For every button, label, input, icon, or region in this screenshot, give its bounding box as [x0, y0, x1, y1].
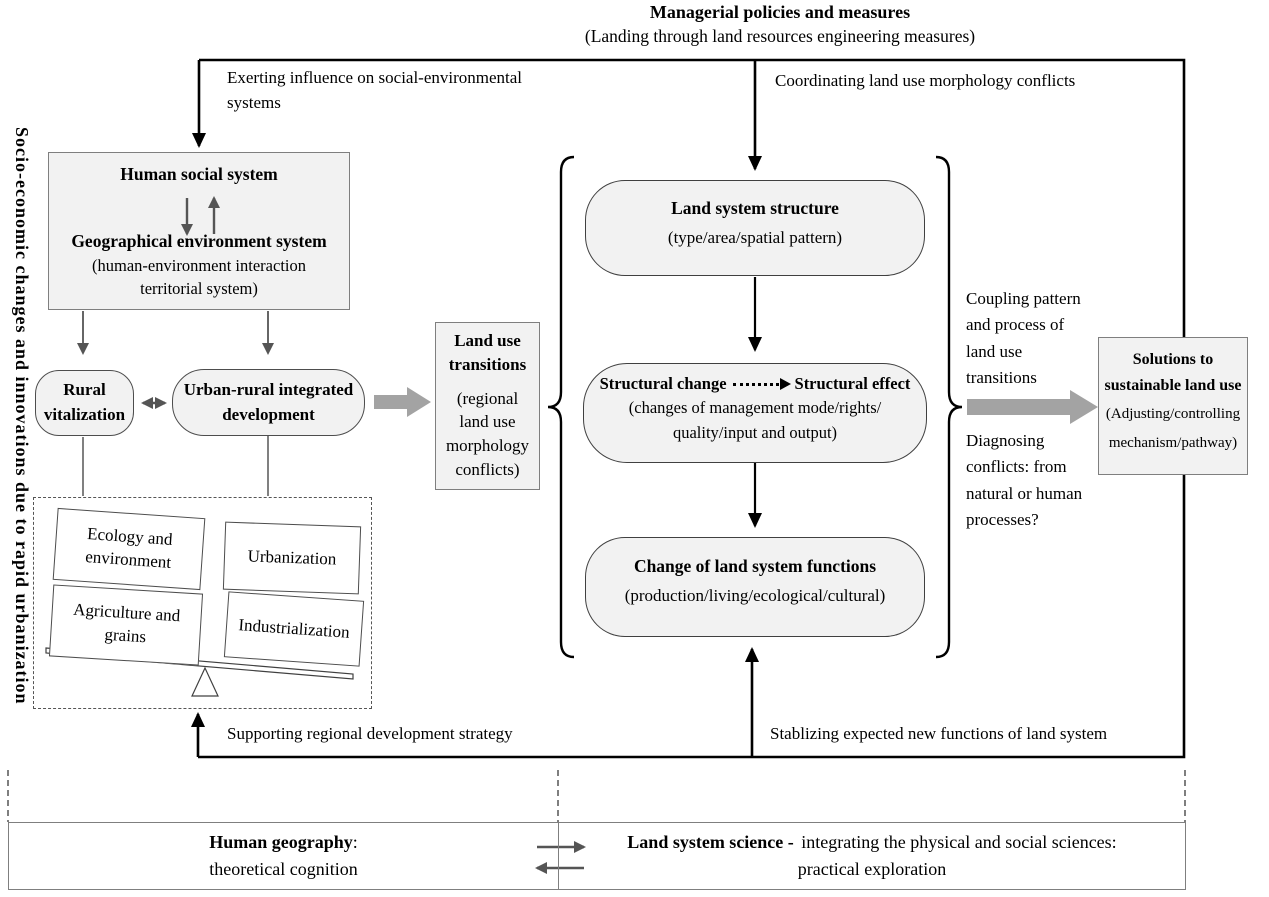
structural-subtitle: (changes of management mode/rights/ qual…	[628, 398, 882, 442]
supporting-label: Supporting regional development strategy	[227, 724, 513, 743]
lut-subtitle: (regional land use morphology conflicts)	[445, 388, 530, 479]
left-brace-icon	[547, 155, 575, 659]
structural-effect-label: Structural effect	[794, 374, 911, 393]
geographical-environment-title: Geographical environment system	[71, 231, 327, 251]
managerial-title-block: Managerial policies and measures (Landin…	[440, 2, 1120, 47]
solutions-subtitle: (Adjusting/controlling mechanism/pathway…	[1105, 406, 1241, 451]
human-geography-line1: Human geography:	[9, 829, 558, 856]
land-system-science-line1: Land system science - integrating the ph…	[559, 829, 1185, 856]
land-system-science-rest: integrating the physical and social scie…	[801, 832, 1117, 852]
solutions-title: Solutions to sustainable land use	[1104, 351, 1242, 394]
human-geography-bold: Human geography	[209, 832, 353, 852]
driver-box-agriculture: Agriculture and grains	[48, 584, 204, 666]
band-link-dashes	[7, 770, 1186, 822]
driver-box-industrialization: Industrialization	[223, 591, 365, 667]
human-social-system-box: Human social system Geographical environ…	[48, 152, 350, 310]
human-social-system-title: Human social system	[120, 164, 278, 184]
lut-title: Land use transitions	[448, 331, 527, 374]
interaction-arrows-spacer	[49, 185, 349, 231]
solutions-box: Solutions to sustainable land use (Adjus…	[1098, 337, 1248, 475]
managerial-subtitle: (Landing through land resources engineer…	[584, 26, 976, 46]
structure-subtitle: (type/area/spatial pattern)	[667, 228, 843, 247]
human-geography-cell: Human geography: theoretical cognition	[9, 823, 559, 889]
dotted-arrow-line-icon	[732, 382, 779, 386]
dotted-arrow-head-icon	[779, 378, 791, 390]
functions-title: Change of land system functions	[633, 556, 877, 576]
land-system-science-cell: Land system science - integrating the ph…	[559, 823, 1185, 889]
managerial-title: Managerial policies and measures	[649, 2, 911, 22]
urban-rural-development-box: Urban-rural integrated development	[172, 369, 365, 436]
driver-box-ecology: Ecology and environment	[52, 507, 206, 591]
structural-change-effect-box: Structural change Structural effect (cha…	[583, 363, 927, 463]
land-system-science-bold: Land system science -	[627, 832, 799, 852]
land-system-science-line2: practical exploration	[797, 859, 947, 879]
land-system-structure-box: Land system structure (type/area/spatial…	[585, 180, 925, 276]
land-use-transitions-box: Land use transitions (regional land use …	[435, 322, 540, 490]
bottom-band: Human geography: theoretical cognition L…	[8, 822, 1186, 890]
functions-subtitle: (production/living/ecological/cultural)	[624, 586, 886, 605]
structural-title-row: Structural change Structural effect	[584, 374, 926, 394]
rural-vitalization-box: Rural vitalization	[35, 370, 134, 436]
structure-title: Land system structure	[671, 198, 839, 218]
human-geography-rest: :	[352, 832, 358, 852]
human-geography-line2: theoretical cognition	[209, 859, 358, 879]
driver-box-urbanization: Urbanization	[222, 521, 362, 595]
land-system-functions-box: Change of land system functions (product…	[585, 537, 925, 637]
coordinating-label: Coordinating land use morphology conflic…	[775, 71, 1076, 90]
exerting-label: Exerting influence on social-environment…	[227, 68, 523, 112]
territorial-system-subtitle: (human-environment interaction territori…	[92, 256, 306, 299]
structural-change-label: Structural change	[599, 374, 727, 393]
right-brace-icon	[935, 155, 963, 659]
thick-arrow-to-solutions-icon	[967, 390, 1098, 424]
thick-arrow-to-transitions-icon	[374, 387, 431, 417]
side-axis-label: Socio-economic changes and innovations d…	[12, 127, 32, 705]
stablizing-label: Stablizing expected new functions of lan…	[770, 724, 1108, 743]
coupling-label: Coupling pattern and process of land use…	[966, 289, 1081, 388]
diagnosing-label: Diagnosing conflicts: from natural or hu…	[966, 431, 1083, 530]
